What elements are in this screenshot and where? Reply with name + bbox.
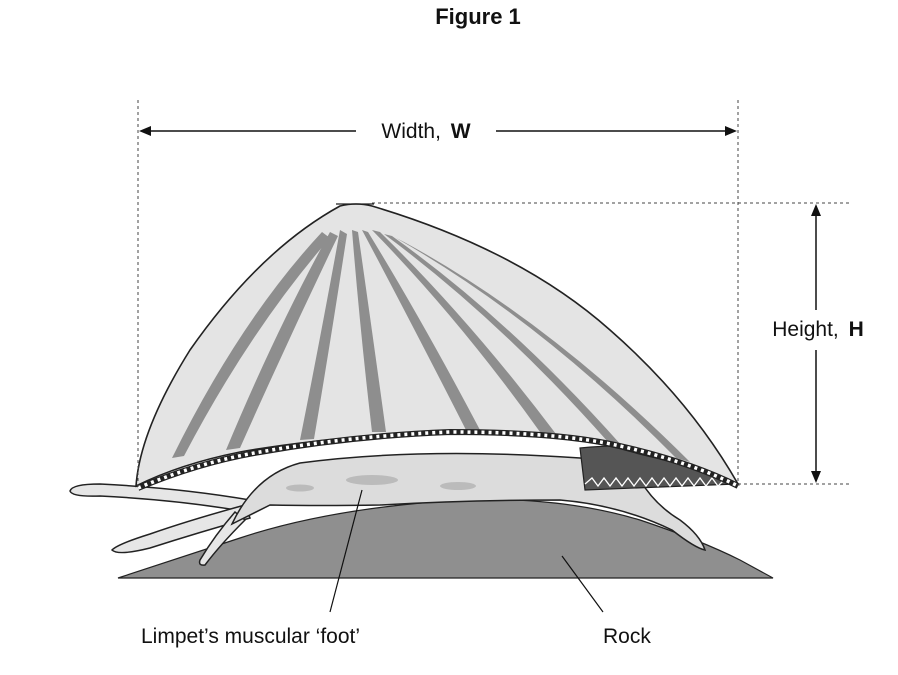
mantle-teeth	[584, 476, 733, 488]
shell-rim	[136, 428, 740, 491]
foot-highlights	[286, 475, 476, 492]
rock-label: Rock	[603, 625, 651, 648]
shell-stripes	[172, 230, 690, 462]
tentacles	[69, 483, 251, 566]
foot-label: Limpet’s muscular ‘foot’	[141, 625, 360, 648]
height-label-text: Height,	[772, 318, 839, 341]
leader-lines	[329, 489, 604, 613]
height-arrow	[811, 204, 821, 483]
width-symbol: W	[451, 120, 471, 143]
height-symbol: H	[849, 318, 864, 341]
limpet-shell	[135, 203, 740, 488]
width-label: Width, W	[381, 120, 470, 143]
dimension-guides	[137, 100, 850, 488]
height-label: Height, H	[772, 318, 864, 341]
figure-title: Figure 1	[435, 4, 521, 29]
width-label-text: Width,	[381, 120, 441, 143]
width-arrow	[139, 126, 737, 136]
